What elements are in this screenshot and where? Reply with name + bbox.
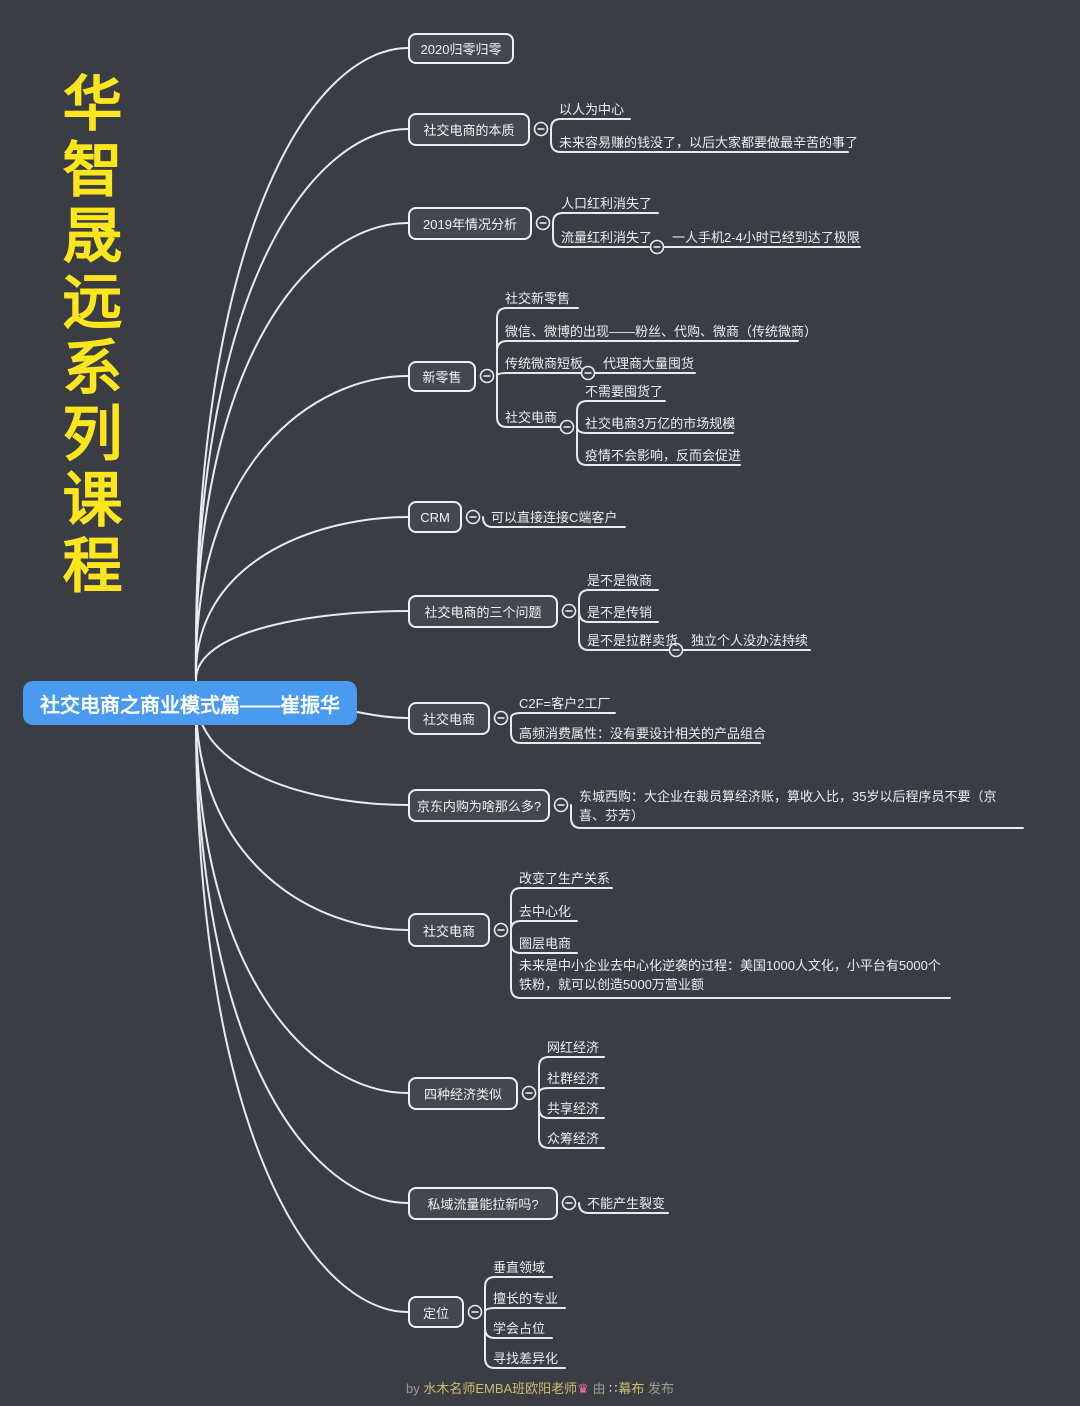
leaf-node[interactable]: 高频消费属性：没有要设计相关的产品组合 <box>519 726 767 741</box>
leaf-node[interactable]: 社交电商 <box>505 410 558 425</box>
branch-node[interactable]: 社交电商的本质 <box>408 113 530 146</box>
leaf-node[interactable]: 以人为中心 <box>559 102 625 117</box>
branch-node[interactable]: 四种经济类似 <box>408 1077 518 1110</box>
leaf-node[interactable]: 社群经济 <box>547 1071 600 1086</box>
leaf-node[interactable]: 改变了生产关系 <box>519 871 611 886</box>
collapse-toggle[interactable] <box>561 603 577 619</box>
branch-node[interactable]: 社交电商 <box>408 913 490 947</box>
collapse-toggle[interactable] <box>533 121 549 137</box>
collapse-toggle[interactable] <box>649 239 665 255</box>
mubu-logo-icon: ∷ <box>609 1381 619 1396</box>
branch-node[interactable]: 定位 <box>408 1296 464 1328</box>
root-node[interactable]: 社交电商之商业模式篇——崔振华 <box>23 681 357 725</box>
collapse-toggle[interactable] <box>535 215 551 231</box>
leaf-node[interactable]: 擅长的专业 <box>493 1291 559 1306</box>
collapse-toggle[interactable] <box>561 1195 577 1211</box>
collapse-toggle[interactable] <box>479 368 495 384</box>
leaf-node[interactable]: 学会占位 <box>493 1321 546 1336</box>
leaf-node[interactable]: 寻找差异化 <box>493 1351 559 1366</box>
collapse-toggle[interactable] <box>553 797 569 813</box>
collapse-toggle[interactable] <box>559 419 575 435</box>
leaf-node[interactable]: 网红经济 <box>547 1040 600 1055</box>
leaf-node[interactable]: 微信、微博的出现——粉丝、代购、微商（传统微商） <box>505 324 818 339</box>
leaf-node[interactable]: 未来是中小企业去中心化逆袭的过程：美国1000人文化，小平台有5000个铁粉，就… <box>519 958 941 992</box>
leaf-node[interactable]: 可以直接连接C端客户 <box>491 510 618 525</box>
leaf-node[interactable]: 不需要囤货了 <box>585 384 664 399</box>
branch-node[interactable]: CRM <box>408 501 462 533</box>
leaf-node[interactable]: 人口红利消失了 <box>561 196 653 211</box>
branch-node[interactable]: 社交电商 <box>408 702 490 735</box>
collapse-toggle[interactable] <box>493 922 509 938</box>
leaf-node[interactable]: 传统微商短板 <box>505 356 584 371</box>
footer-by: by <box>406 1381 424 1396</box>
leaf-node[interactable]: 独立个人没办法持续 <box>691 633 809 648</box>
leaf-node[interactable]: 共享经济 <box>547 1101 600 1116</box>
branch-node[interactable]: 私域流量能拉新吗? <box>408 1187 558 1220</box>
leaf-node[interactable]: 社交新零售 <box>505 291 571 306</box>
leaf-node[interactable]: 未来容易赚的钱没了，以后大家都要做最辛苦的事了 <box>559 135 859 150</box>
branch-node[interactable]: 2019年情况分析 <box>408 207 532 240</box>
leaf-node[interactable]: 一人手机2-4小时已经到达了极限 <box>672 230 860 245</box>
leaf-node[interactable]: 是不是拉群卖货 <box>587 633 679 648</box>
footer-platform[interactable]: 幕布 <box>618 1381 645 1396</box>
branch-node[interactable]: 京东内购为啥那么多? <box>408 789 550 822</box>
leaf-node[interactable]: 社交电商3万亿的市场规模 <box>585 416 736 431</box>
leaf-node[interactable]: 圈层电商 <box>519 936 572 951</box>
branch-node[interactable]: 2020归零归零 <box>408 33 514 64</box>
footer-publish: 发布 <box>644 1381 674 1396</box>
leaf-node[interactable]: 代理商大量囤货 <box>603 356 695 371</box>
collapse-toggle[interactable] <box>467 1304 483 1320</box>
leaf-node[interactable]: 流量红利消失了 <box>561 230 653 245</box>
collapse-toggle[interactable] <box>493 710 509 726</box>
branch-node[interactable]: 新零售 <box>408 361 476 392</box>
leaf-node[interactable]: 去中心化 <box>519 904 572 919</box>
leaf-node[interactable]: 疫情不会影响，反而会促进 <box>585 448 742 463</box>
leaf-node[interactable]: C2F=客户2工厂 <box>519 696 611 711</box>
leaf-node[interactable]: 是不是微商 <box>587 573 653 588</box>
footer-author: 水木名师EMBA班欧阳老师 <box>423 1381 578 1396</box>
collapse-toggle[interactable] <box>521 1085 537 1101</box>
footer-via: 由 <box>588 1381 610 1396</box>
leaf-node[interactable]: 众筹经济 <box>547 1131 600 1146</box>
hub-connectors <box>194 47 409 1313</box>
leaf-node[interactable]: 垂直领域 <box>493 1260 546 1275</box>
branch-node[interactable]: 社交电商的三个问题 <box>408 595 558 628</box>
crown-icon: ♛ <box>577 1381 589 1396</box>
collapse-toggle[interactable] <box>465 509 481 525</box>
leaf-node[interactable]: 不能产生裂变 <box>587 1196 666 1211</box>
leaf-node[interactable]: 东城西购：大企业在裁员算经济账，算收入比，35岁以后程序员不要（京喜、芬芳） <box>579 789 997 823</box>
publish-footer[interactable]: by 水木名师EMBA班欧阳老师♛ 由 ∷幕布 发布 <box>0 1378 1080 1397</box>
leaf-node[interactable]: 是不是传销 <box>587 605 653 620</box>
collapse-toggle[interactable] <box>580 365 596 381</box>
series-title: 华智晟远系列课程 <box>52 72 122 600</box>
